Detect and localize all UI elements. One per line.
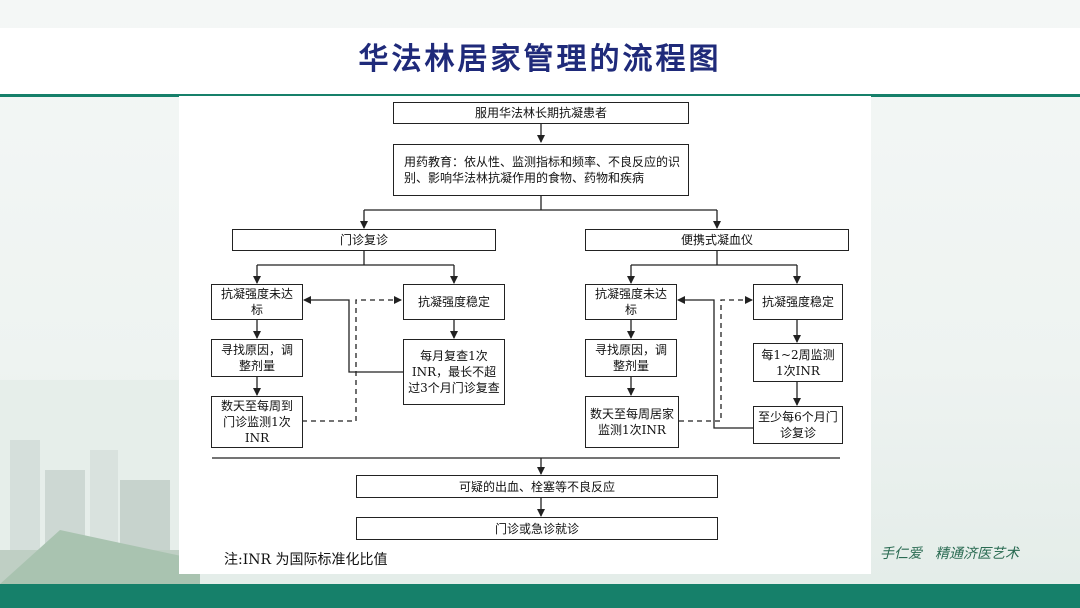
box-clinic-unstable: 抗凝强度未达标 <box>211 284 303 320</box>
footnote: 注:INR 为国际标准化比值 <box>224 552 388 568</box>
box-start: 服用华法林长期抗凝患者 <box>393 102 689 124</box>
box-device-stable-monitor: 每1~2周监测1次INR <box>753 343 843 382</box>
box-device-stable-followup: 至少每6个月门诊复诊 <box>753 406 843 444</box>
arrow-clinic-followup-to-unstable <box>303 296 403 373</box>
box-education: 用药教育：依从性、监测指标和频率、不良反应的识别、影响华法林抗凝作用的食物、药物… <box>393 144 689 196</box>
arrow-clinic-monitor-to-stable <box>302 296 402 422</box>
arrow-device-monitor-to-stable <box>679 296 753 422</box>
slogan-right: 精通济医艺术 <box>935 546 1019 562</box>
title-underline <box>0 94 1080 97</box>
box-device-unstable: 抗凝强度未达标 <box>585 284 677 320</box>
slogan-left: 手仁爱 <box>880 546 922 562</box>
box-clinic-find-cause: 寻找原因，调整剂量 <box>211 339 303 377</box>
box-device-stable: 抗凝强度稳定 <box>753 284 843 320</box>
slide-title: 华法林居家管理的流程图 <box>358 42 722 77</box>
box-branch-device: 便携式凝血仪 <box>585 229 849 251</box>
arrow-device-followup-to-unstable <box>677 296 753 429</box>
box-branch-clinic: 门诊复诊 <box>232 229 496 251</box>
city-skyline-decoration <box>0 380 200 584</box>
box-adverse-reaction: 可疑的出血、栓塞等不良反应 <box>356 475 718 498</box>
title-bar <box>0 28 1080 94</box>
bottom-bar <box>0 584 1080 608</box>
box-clinic-monitor: 数天至每周到门诊监测1次INR <box>211 396 303 448</box>
box-clinic-stable: 抗凝强度稳定 <box>403 284 505 320</box>
box-clinic-stable-followup: 每月复查1次INR，最长不超过3个月门诊复查 <box>403 339 505 405</box>
box-emergency-visit: 门诊或急诊就诊 <box>356 517 718 540</box>
box-device-find-cause: 寻找原因，调整剂量 <box>585 339 677 377</box>
box-device-monitor: 数天至每周居家监测1次INR <box>585 396 679 448</box>
